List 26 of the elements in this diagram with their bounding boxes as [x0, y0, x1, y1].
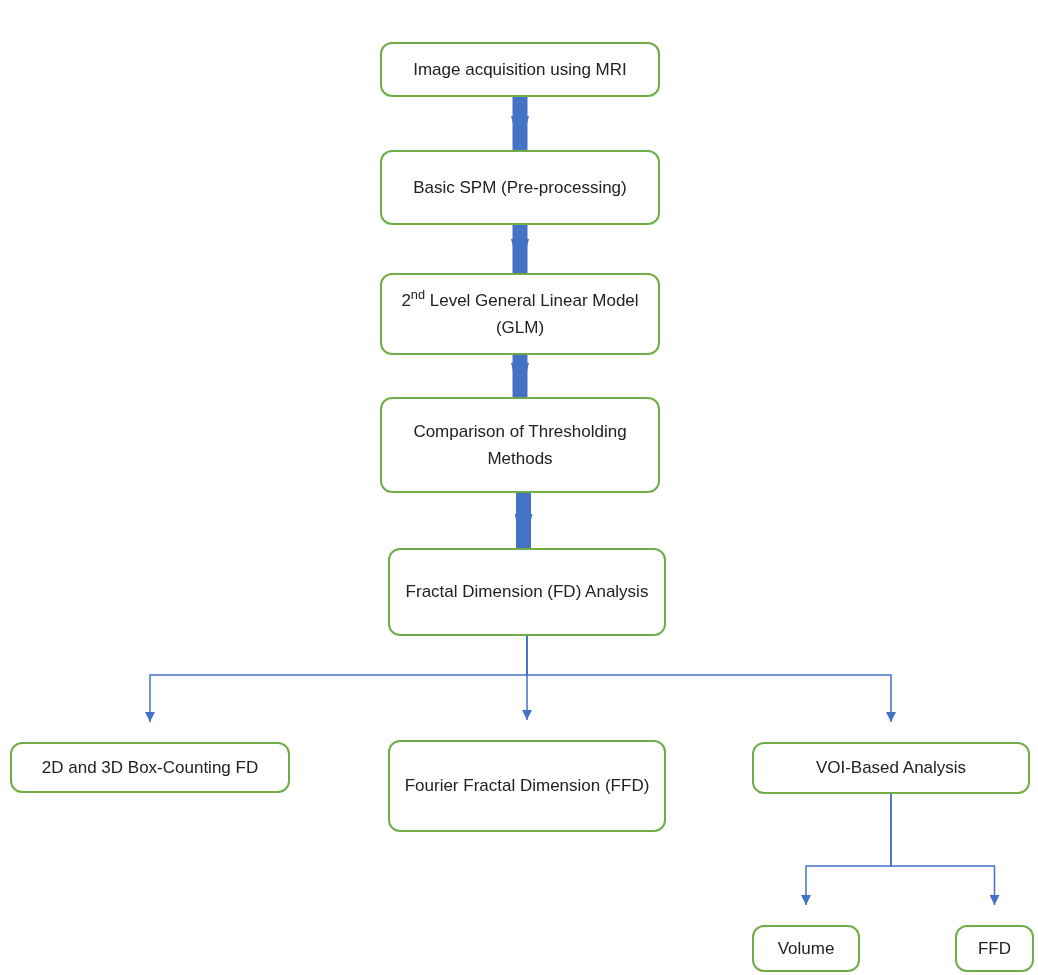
box-label: Fourier Fractal Dimension (FFD): [404, 775, 650, 798]
block-arrow: [511, 97, 529, 150]
process-box: [388, 548, 666, 636]
process-box: [955, 925, 1034, 972]
process-box: [380, 273, 660, 355]
process-box: [10, 742, 290, 793]
block-arrow: [511, 225, 529, 273]
block-arrow: [511, 355, 529, 397]
box-label: Fractal Dimension (FD) Analysis: [405, 581, 649, 604]
box-label: Image acquisition using MRI: [413, 58, 627, 81]
process-box: [388, 740, 666, 832]
process-box: [380, 150, 660, 225]
arrow: [526, 635, 896, 723]
process-box: [752, 925, 860, 972]
process-box: [380, 397, 660, 493]
block-arrow: [514, 493, 533, 548]
box-label: VOI-Based Analysis: [815, 757, 967, 780]
box-label: 2D and 3D Box-Counting FD: [41, 756, 259, 779]
box-label: FFD: [977, 937, 1011, 960]
box-label: Basic SPM (Pre-processing): [413, 176, 627, 199]
arrow: [890, 793, 1000, 906]
process-box: [380, 42, 660, 97]
box-label: Volume: [777, 937, 835, 960]
process-box: [752, 742, 1030, 794]
box-label: Comparison of Thresholding Methods: [412, 420, 628, 470]
box-label: 2$^{nd}$ Level General Linear Model (GLM): [400, 286, 640, 339]
